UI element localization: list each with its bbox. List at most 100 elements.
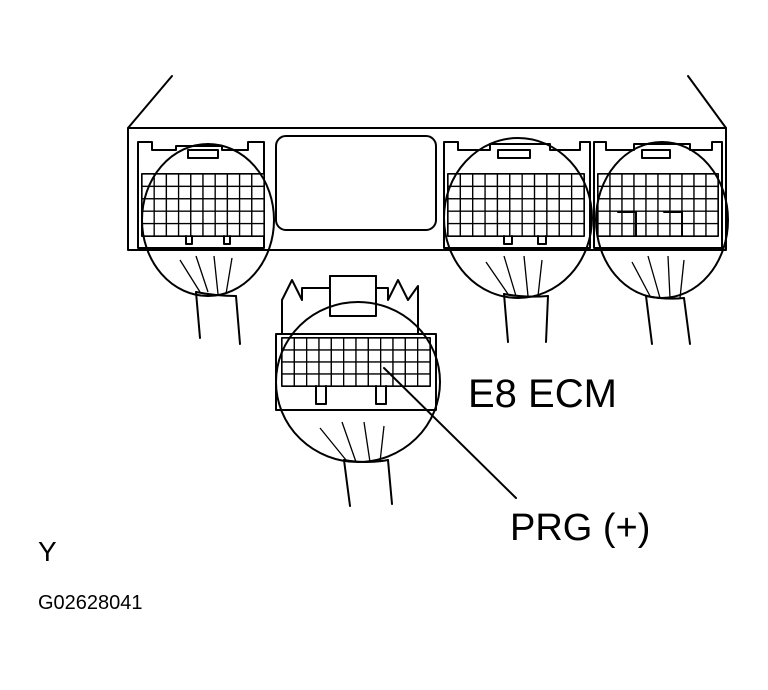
harness-e8 bbox=[275, 301, 441, 507]
terminal-cavity bbox=[177, 210, 192, 225]
ecm-connector-4 bbox=[593, 141, 723, 249]
terminal-cavity bbox=[238, 185, 253, 200]
terminal-cavity bbox=[472, 198, 486, 212]
terminal-cavity bbox=[355, 373, 369, 387]
ecm-window bbox=[275, 135, 437, 231]
terminal-cavity bbox=[609, 210, 623, 225]
terminal-cavity bbox=[546, 185, 560, 200]
terminal-cavity bbox=[472, 185, 486, 200]
terminal-cavity bbox=[521, 210, 536, 225]
terminal-cavity bbox=[190, 185, 204, 200]
terminal-cavity bbox=[669, 210, 683, 225]
terminal-cavity bbox=[705, 222, 719, 237]
e8-connector bbox=[275, 275, 437, 411]
terminal-cavity bbox=[633, 198, 647, 212]
view-label: Y bbox=[38, 536, 57, 567]
terminal-cavity bbox=[609, 173, 623, 188]
terminal-cavity bbox=[521, 222, 536, 237]
terminal-cavity bbox=[459, 173, 474, 188]
terminal-cavity bbox=[153, 185, 168, 200]
terminal-cavity bbox=[177, 198, 192, 212]
terminal-cavity bbox=[597, 222, 611, 237]
terminal-cavity bbox=[281, 373, 295, 387]
terminal-cavity bbox=[306, 361, 320, 375]
terminal-cavity bbox=[447, 198, 462, 212]
terminal-cavity bbox=[281, 349, 295, 363]
terminal-cavity bbox=[306, 373, 320, 387]
terminal-cavity bbox=[404, 361, 419, 375]
terminal-cavity bbox=[238, 198, 253, 212]
terminal-cavity bbox=[226, 198, 241, 212]
terminal-cavity bbox=[318, 349, 332, 363]
terminal-cavity bbox=[597, 210, 611, 225]
e8-terminals bbox=[281, 337, 431, 387]
terminal-cavity bbox=[509, 185, 523, 200]
terminal-cavity bbox=[521, 185, 536, 200]
terminal-cavity bbox=[306, 349, 320, 363]
terminal-cavity bbox=[318, 361, 332, 375]
figure-id-label: G02628041 bbox=[38, 592, 143, 614]
connector-4-terminals bbox=[597, 173, 719, 237]
terminal-cavity bbox=[546, 198, 560, 212]
terminal-cavity bbox=[404, 373, 419, 387]
terminal-cavity bbox=[330, 349, 345, 363]
terminal-cavity bbox=[496, 185, 511, 200]
connector-3-terminals bbox=[447, 173, 585, 237]
terminal-cavity bbox=[306, 337, 320, 351]
terminal-cavity bbox=[621, 185, 635, 200]
terminal-cavity bbox=[226, 210, 241, 225]
terminal-cavity bbox=[509, 210, 523, 225]
terminal-cavity bbox=[609, 198, 623, 212]
terminal-cavity bbox=[380, 337, 394, 351]
terminal-cavity bbox=[705, 198, 719, 212]
terminal-cavity bbox=[484, 222, 499, 237]
terminal-cavity bbox=[558, 198, 573, 212]
terminal-cavity bbox=[693, 185, 707, 200]
terminal-cavity bbox=[367, 349, 382, 363]
terminal-cavity bbox=[355, 349, 369, 363]
terminal-cavity bbox=[318, 373, 332, 387]
terminal-cavity bbox=[177, 222, 192, 237]
terminal-cavity bbox=[645, 173, 659, 188]
terminal-cavity bbox=[392, 337, 406, 351]
terminal-cavity bbox=[681, 222, 695, 237]
terminal-cavity bbox=[705, 185, 719, 200]
terminal-cavity bbox=[693, 173, 707, 188]
terminal-cavity bbox=[509, 198, 523, 212]
terminal-cavity bbox=[657, 210, 671, 225]
terminal-cavity bbox=[165, 198, 180, 212]
terminal-cavity bbox=[281, 361, 295, 375]
terminal-cavity bbox=[597, 198, 611, 212]
terminal-cavity bbox=[343, 373, 357, 387]
terminal-cavity bbox=[693, 210, 707, 225]
terminal-cavity bbox=[657, 185, 671, 200]
terminal-cavity bbox=[459, 222, 474, 237]
terminal-cavity bbox=[621, 210, 635, 225]
terminal-cavity bbox=[496, 210, 511, 225]
terminal-cavity bbox=[202, 222, 216, 237]
prg-leader-line bbox=[383, 367, 517, 499]
terminal-cavity bbox=[392, 349, 406, 363]
terminal-cavity bbox=[669, 222, 683, 237]
terminal-cavity bbox=[669, 198, 683, 212]
connector-1-terminals bbox=[141, 173, 265, 237]
terminal-cavity bbox=[521, 173, 536, 188]
terminal-cavity bbox=[621, 222, 635, 237]
terminal-cavity bbox=[669, 185, 683, 200]
terminal-cavity bbox=[343, 337, 357, 351]
terminal-cavity bbox=[367, 373, 382, 387]
terminal-cavity bbox=[214, 198, 229, 212]
terminal-cavity bbox=[693, 198, 707, 212]
terminal-cavity bbox=[533, 198, 548, 212]
terminal-cavity bbox=[558, 210, 573, 225]
ecm-housing bbox=[127, 75, 727, 251]
terminal-cavity bbox=[318, 337, 332, 351]
terminal-cavity bbox=[645, 222, 659, 237]
terminal-cavity bbox=[645, 185, 659, 200]
terminal-cavity bbox=[251, 222, 265, 237]
terminal-cavity bbox=[202, 173, 216, 188]
terminal-cavity bbox=[214, 222, 229, 237]
connector-label: E8 ECM bbox=[468, 372, 617, 416]
